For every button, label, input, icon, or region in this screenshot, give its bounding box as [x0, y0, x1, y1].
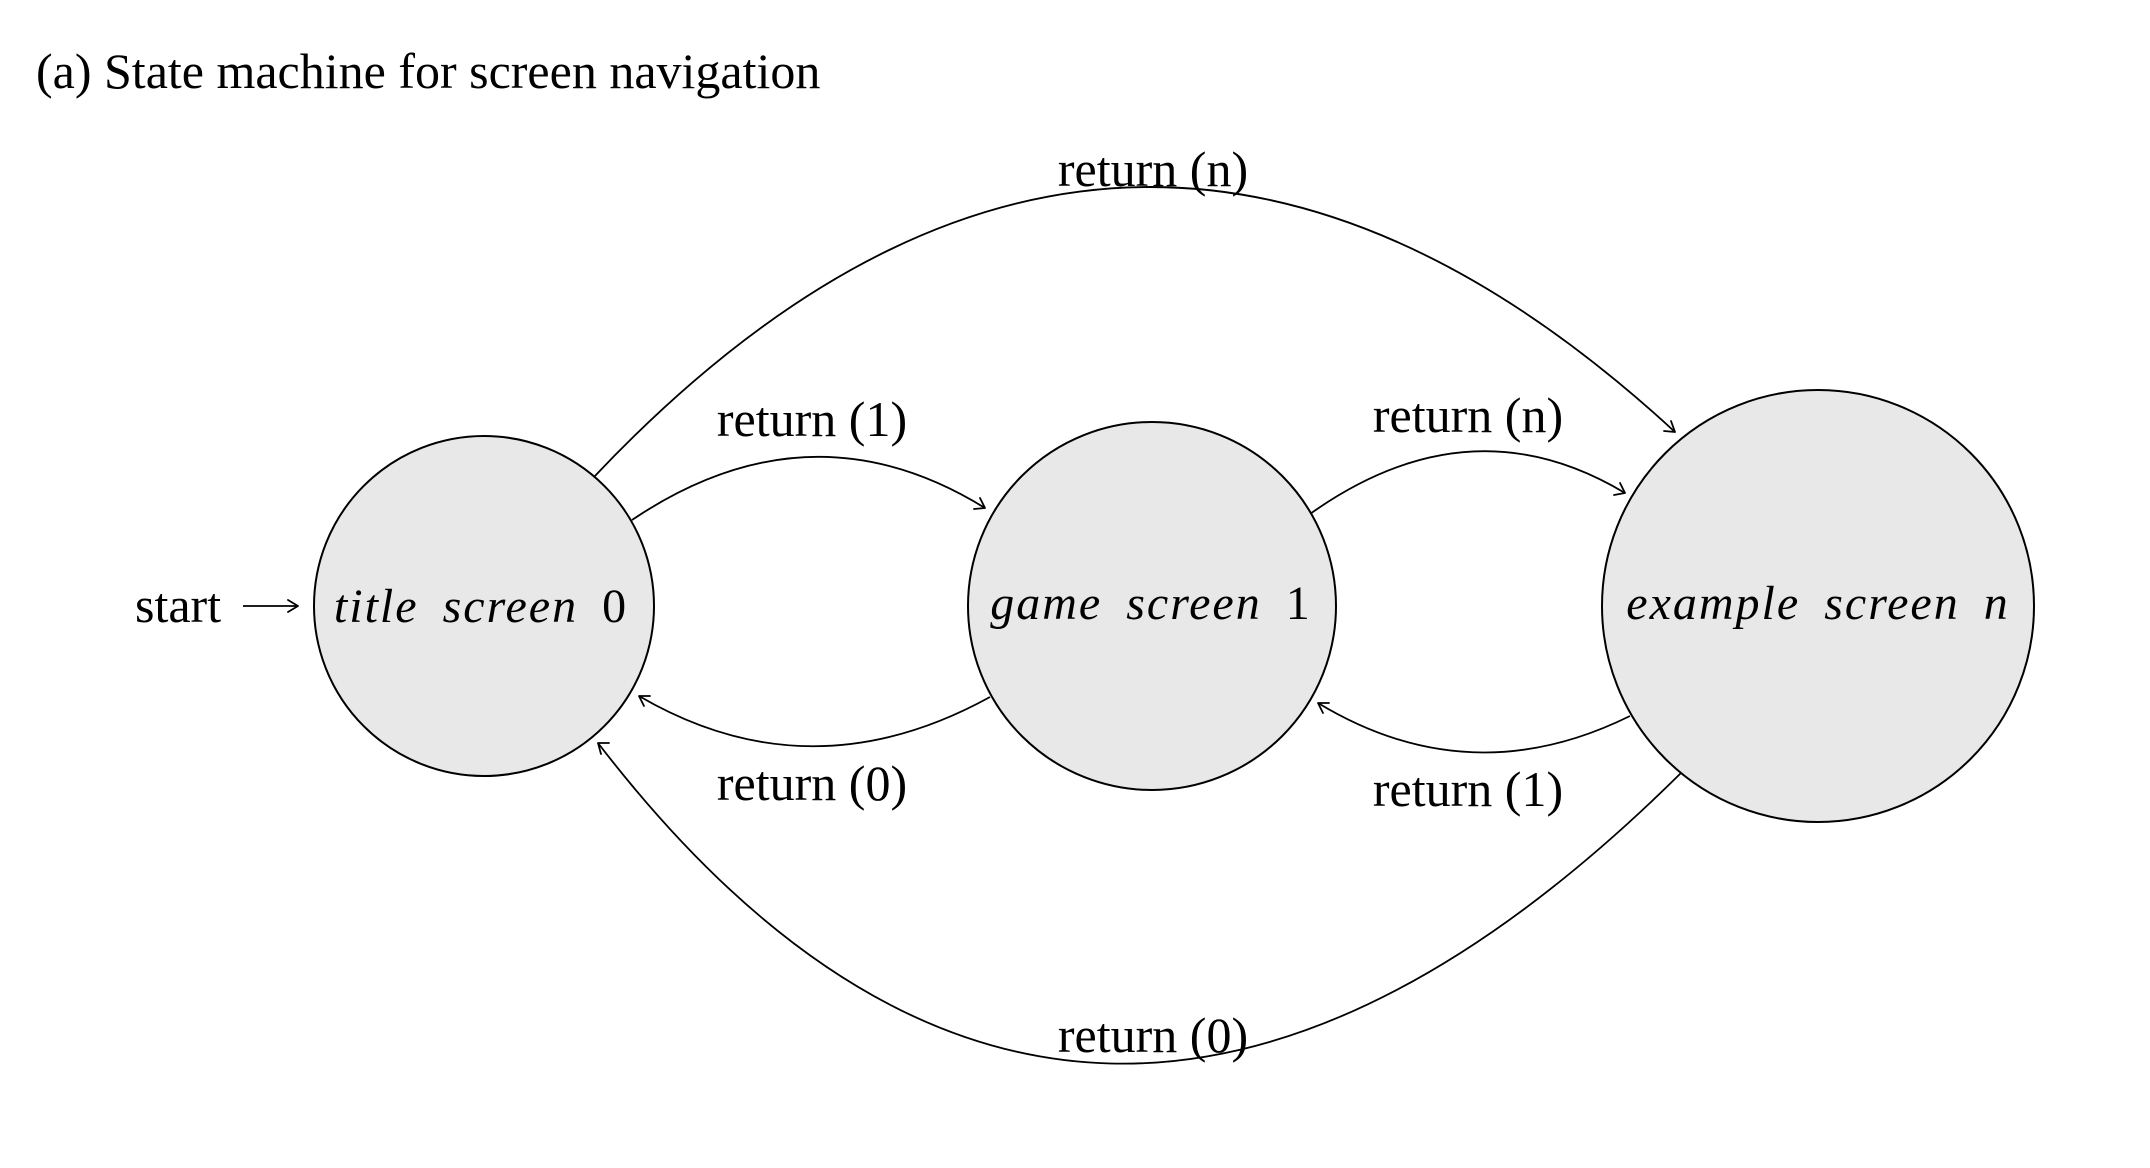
svg-text:game screen 1: game screen 1 — [990, 577, 1309, 630]
edge-title-to-example — [592, 186, 1676, 479]
edge-example-to-title — [597, 742, 1684, 1065]
edge-label-example-to-title: return (0) — [1058, 1007, 1248, 1063]
state-name: example — [1626, 577, 1800, 630]
edge-title-to-game — [631, 456, 986, 521]
edge-game-to-title — [638, 695, 991, 748]
edge-label-game-to-example: return (n) — [1373, 387, 1563, 443]
edge-game-to-example — [1309, 450, 1626, 515]
state-name: game — [990, 577, 1102, 630]
svg-text:example screen n: example screen n — [1626, 577, 2009, 630]
state-index: n — [1984, 577, 2010, 630]
state-index: 0 — [602, 580, 626, 633]
state-kind: screen — [1126, 577, 1262, 630]
edge-label-title-to-example: return (n) — [1058, 141, 1248, 197]
svg-text:title screen 0: title screen 0 — [334, 580, 626, 633]
start-label: start — [135, 577, 221, 633]
start-arrow — [243, 599, 299, 613]
edge-label-game-to-title: return (0) — [717, 755, 907, 811]
edge-example-to-game — [1317, 702, 1631, 754]
state-example-screen: example screen n — [1601, 389, 2035, 823]
state-kind: screen — [1824, 577, 1960, 630]
edge-label-title-to-game: return (1) — [717, 391, 907, 447]
edge-label-example-to-game: return (1) — [1373, 761, 1563, 817]
figure-caption: (a) State machine for screen navigation — [36, 43, 821, 99]
state-kind: screen — [443, 580, 579, 633]
state-index: 1 — [1286, 577, 1310, 630]
state-name: title — [334, 580, 419, 633]
state-title-screen: title screen 0 — [313, 435, 655, 777]
state-game-screen: game screen 1 — [967, 421, 1337, 791]
